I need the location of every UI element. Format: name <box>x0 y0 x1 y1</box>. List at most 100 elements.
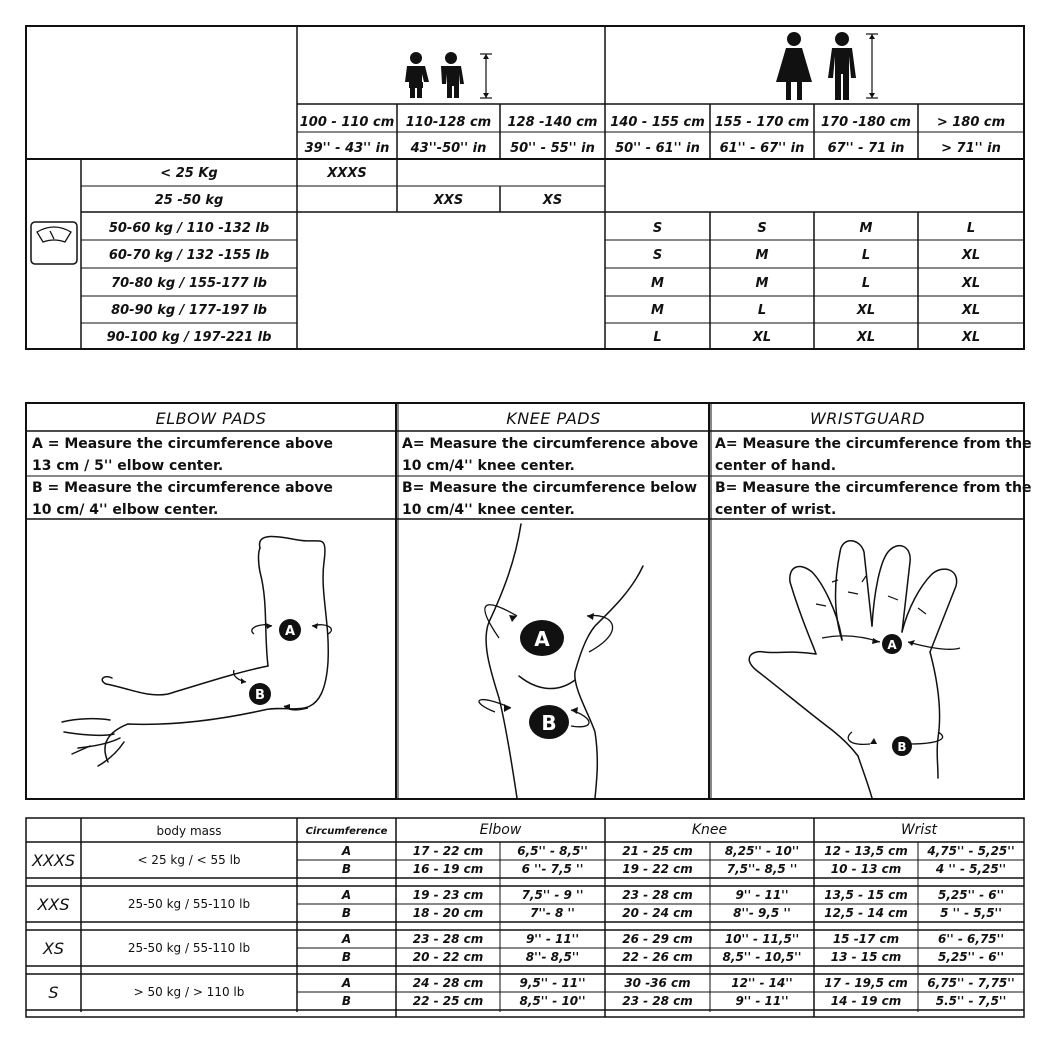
wrist-in-b: 5.5'' - 7,5'' <box>935 994 1007 1008</box>
elbow-in-a: 9'' - 11'' <box>525 932 580 946</box>
scale-icon <box>30 221 78 265</box>
elbow-in-a: 6,5'' - 8,5'' <box>517 844 588 858</box>
weight-row-7: 90-100 kg / 197-221 lb <box>106 330 272 345</box>
knee-marker-a: A <box>534 627 550 651</box>
wrist-in-a: 4,75'' - 5,25'' <box>927 844 1015 858</box>
circ-a-label: A <box>341 932 352 946</box>
weight-row-3: 50-60 kg / 110 -132 lb <box>108 221 270 236</box>
size-cell: L <box>966 221 976 236</box>
circ-a-label: A <box>341 976 352 990</box>
wrist-cm-b: 13 - 15 cm <box>830 950 902 964</box>
size-cell: XL <box>856 303 876 318</box>
elbow-cm-b: 16 - 19 cm <box>412 862 484 876</box>
height-cm-4: 140 - 155 cm <box>610 114 705 130</box>
knee-b-line1: B= Measure the circumference below <box>402 479 698 496</box>
knee-in-a: 8,25'' - 10'' <box>724 844 800 858</box>
knee-cm-b: 19 - 22 cm <box>622 862 693 876</box>
header-knee: Knee <box>691 822 728 838</box>
size-cell: M <box>859 221 873 236</box>
knee-cm-a: 23 - 28 cm <box>622 888 693 902</box>
row-body-mass: > 50 kg / > 110 lb <box>133 985 245 999</box>
wrist-cm-b: 14 - 19 cm <box>830 994 902 1008</box>
size-cell: XL <box>752 330 772 345</box>
knee-cm-a: 21 - 25 cm <box>622 844 693 858</box>
wrist-cm-a: 12 - 13,5 cm <box>824 844 908 858</box>
size-cell: L <box>861 248 871 263</box>
wrist-marker-b: B <box>897 740 906 754</box>
knee-cm-b: 23 - 28 cm <box>622 994 693 1008</box>
header-body-mass: body mass <box>156 824 222 838</box>
size-chart-grid <box>25 25 1025 350</box>
wrist-a-line2: center of hand. <box>715 457 837 474</box>
knee-in-a: 10'' - 11,5'' <box>724 932 800 946</box>
wrist-in-b: 5 '' - 5,5'' <box>940 906 1002 920</box>
wrist-b-line1: B= Measure the circumference from the <box>715 479 1032 496</box>
measurements-grid <box>25 817 1025 1018</box>
wrist-cm-b: 10 - 13 cm <box>830 862 902 876</box>
size-cell: XL <box>961 303 981 318</box>
size-cell: M <box>651 276 664 291</box>
knee-illustration: A B <box>478 523 644 798</box>
circ-b-label: B <box>341 950 352 964</box>
adults-height-icon <box>776 32 878 100</box>
height-in-2: 43''-50'' in <box>410 140 487 156</box>
size-cell: XL <box>856 330 876 345</box>
wrist-cm-a: 13,5 - 15 cm <box>824 888 908 902</box>
size-xxs: XXS <box>433 193 464 208</box>
elbow-a-line1: A = Measure the circumference above <box>32 435 333 452</box>
kids-height-icon <box>405 52 492 99</box>
height-cm-2: 110-128 cm <box>405 114 492 130</box>
hand-illustration: A B <box>748 540 961 798</box>
knee-in-a: 9'' - 11'' <box>735 888 789 902</box>
weight-row-5: 70-80 kg / 155-177 lb <box>111 276 267 291</box>
wrist-b-line2: center of wrist. <box>715 501 837 518</box>
elbow-cm-a: 17 - 22 cm <box>412 844 484 858</box>
size-cell: S <box>757 221 767 236</box>
elbow-marker-b: B <box>255 688 265 703</box>
elbow-pads-title: ELBOW PADS <box>155 408 267 428</box>
knee-b-line2: 10 cm/4'' knee center. <box>402 501 575 518</box>
knee-in-b: 9'' - 11'' <box>735 994 789 1008</box>
wrist-in-a: 5,25'' - 6'' <box>938 888 1004 902</box>
height-in-6: 67'' - 71 in <box>827 140 905 156</box>
knee-cm-a: 26 - 29 cm <box>622 932 693 946</box>
height-cm-6: 170 -180 cm <box>821 114 911 130</box>
row-size: XS <box>42 938 65 958</box>
wrist-in-b: 5,25'' - 6'' <box>938 950 1004 964</box>
row-body-mass: < 25 kg / < 55 lb <box>137 853 241 867</box>
elbow-in-b: 8,5'' - 10'' <box>519 994 586 1008</box>
elbow-cm-a: 24 - 28 cm <box>412 976 484 990</box>
row-size: XXS <box>37 894 70 914</box>
elbow-cm-a: 19 - 23 cm <box>412 888 484 902</box>
size-cell: M <box>755 276 769 291</box>
weight-row-4: 60-70 kg / 132 -155 lb <box>108 248 270 263</box>
knee-cm-a: 30 -36 cm <box>624 976 691 990</box>
size-cell: S <box>652 221 663 236</box>
circ-a-label: A <box>341 888 352 902</box>
wrist-cm-b: 12,5 - 14 cm <box>824 906 908 920</box>
knee-in-b: 8''- 9,5 '' <box>733 906 791 920</box>
elbow-cm-b: 22 - 25 cm <box>412 994 484 1008</box>
wrist-cm-a: 17 - 19,5 cm <box>824 976 908 990</box>
weight-row-2: 25 -50 kg <box>154 193 224 208</box>
header-elbow: Elbow <box>479 822 522 838</box>
size-xs: XS <box>542 193 563 208</box>
elbow-cm-a: 23 - 28 cm <box>412 932 484 946</box>
wrist-in-b: 4 '' - 5,25'' <box>935 862 1007 876</box>
circ-b-label: B <box>341 906 352 920</box>
size-cell: L <box>757 303 767 318</box>
knee-cm-b: 22 - 26 cm <box>622 950 693 964</box>
elbow-in-b: 8''- 8,5'' <box>525 950 580 964</box>
knee-a-line1: A= Measure the circumference above <box>402 435 699 452</box>
size-cell: M <box>755 248 769 263</box>
knee-in-b: 7,5''- 8,5 '' <box>726 862 798 876</box>
wrist-marker-a: A <box>887 638 897 652</box>
row-body-mass: 25-50 kg / 55-110 lb <box>127 897 251 911</box>
height-cm-1: 100 - 110 cm <box>299 114 395 130</box>
knee-marker-b: B <box>541 711 556 735</box>
elbow-b-line2: 10 cm/ 4'' elbow center. <box>32 501 219 518</box>
size-cell: XL <box>961 276 981 291</box>
knee-in-a: 12'' - 14'' <box>731 976 793 990</box>
height-cm-7: > 180 cm <box>936 114 1006 130</box>
elbow-cm-b: 20 - 22 cm <box>412 950 484 964</box>
